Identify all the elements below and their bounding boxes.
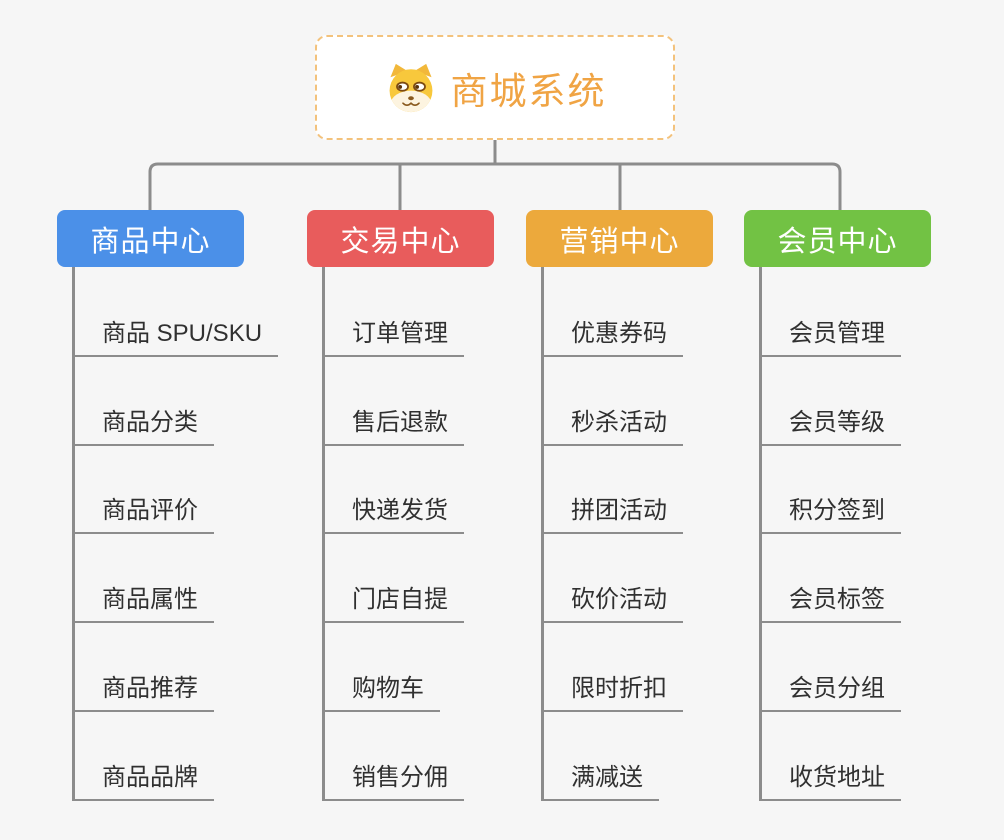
child-topic[interactable]: 购物车 — [325, 666, 440, 712]
branch-label: 交易中心 — [340, 225, 461, 258]
child-topic[interactable]: 门店自提 — [325, 577, 464, 623]
branch-children-member-center: 会员管理 会员等级 积分签到 会员标签 会员分组 收货地址 — [759, 267, 997, 801]
child-topic[interactable]: 快递发货 — [325, 488, 464, 534]
dog-face-icon — [389, 63, 432, 112]
root-topic[interactable]: 商城系统 — [315, 35, 675, 140]
child-topic[interactable]: 会员等级 — [762, 400, 901, 446]
child-topic[interactable]: 收货地址 — [762, 755, 901, 801]
branch-label: 营销中心 — [559, 225, 680, 258]
child-topic[interactable]: 商品属性 — [75, 577, 214, 623]
child-topic[interactable]: 砍价活动 — [544, 577, 683, 623]
branch-node-member-center[interactable]: 会员中心 — [744, 210, 931, 267]
child-topic[interactable]: 拼团活动 — [544, 488, 683, 534]
child-topic[interactable]: 订单管理 — [325, 311, 464, 357]
child-topic[interactable]: 秒杀活动 — [544, 400, 683, 446]
branch-node-trade-center[interactable]: 交易中心 — [307, 210, 494, 267]
child-topic[interactable]: 商品评价 — [75, 488, 214, 534]
branch-node-product-center[interactable]: 商品中心 — [57, 210, 244, 267]
child-topic[interactable]: 限时折扣 — [544, 666, 683, 712]
branch-label: 商品中心 — [90, 225, 211, 258]
child-topic[interactable]: 销售分佣 — [325, 755, 464, 801]
child-topic[interactable]: 会员管理 — [762, 311, 901, 357]
root-topic-title: 商城系统 — [450, 70, 607, 112]
child-topic[interactable]: 商品推荐 — [75, 666, 214, 712]
child-topic[interactable]: 积分签到 — [762, 488, 901, 534]
child-topic[interactable]: 会员分组 — [762, 666, 901, 712]
branch-node-marketing-center[interactable]: 营销中心 — [526, 210, 713, 267]
branch-children-trade-center: 订单管理 售后退款 快递发货 门店自提 购物车 销售分佣 — [322, 267, 560, 801]
branch-rail-line — [148, 162, 842, 210]
child-topic[interactable]: 售后退款 — [325, 400, 464, 446]
child-topic[interactable]: 会员标签 — [762, 577, 901, 623]
child-topic[interactable]: 优惠券码 — [544, 311, 683, 357]
child-topic[interactable]: 商品分类 — [75, 400, 214, 446]
child-topic[interactable]: 满减送 — [544, 755, 659, 801]
branch-label: 会员中心 — [777, 225, 898, 258]
child-topic[interactable]: 商品 SPU/SKU — [75, 311, 279, 357]
branch-children-marketing-center: 优惠券码 秒杀活动 拼团活动 砍价活动 限时折扣 满减送 — [541, 267, 779, 801]
child-topic[interactable]: 商品品牌 — [75, 755, 214, 801]
branch-children-product-center: 商品 SPU/SKU 商品分类 商品评价 商品属性 商品推荐 商品品牌 — [72, 267, 310, 801]
